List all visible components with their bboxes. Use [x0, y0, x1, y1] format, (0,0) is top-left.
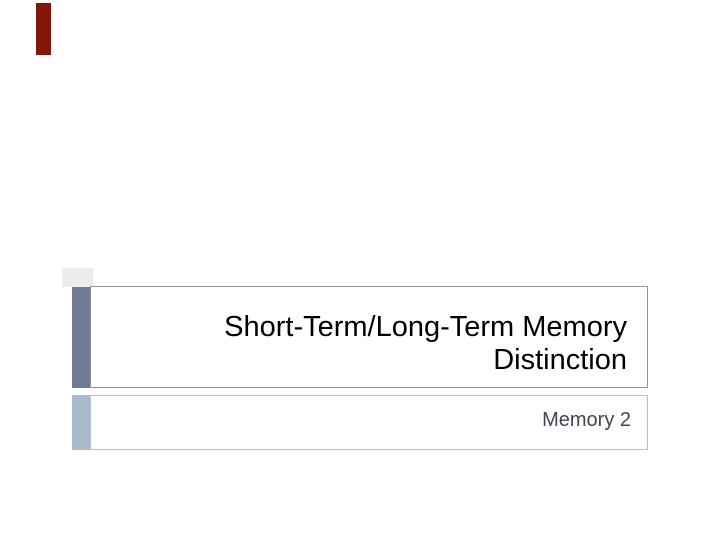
- title-line-1: Short-Term/Long-Term Memory: [224, 311, 627, 343]
- title-accent-bar: [72, 287, 90, 388]
- corner-accent-bar: [36, 3, 51, 55]
- slide-subtitle: Memory 2: [542, 409, 631, 431]
- subtitle-box: Memory 2: [90, 395, 648, 450]
- subtitle-accent-bar: [72, 395, 90, 450]
- title-box-corner-step: [62, 268, 93, 287]
- title-line-2: Distinction: [493, 344, 627, 376]
- slide-title: Short-Term/Long-Term Memory Distinction: [91, 287, 647, 387]
- title-box: Short-Term/Long-Term Memory Distinction: [90, 286, 648, 388]
